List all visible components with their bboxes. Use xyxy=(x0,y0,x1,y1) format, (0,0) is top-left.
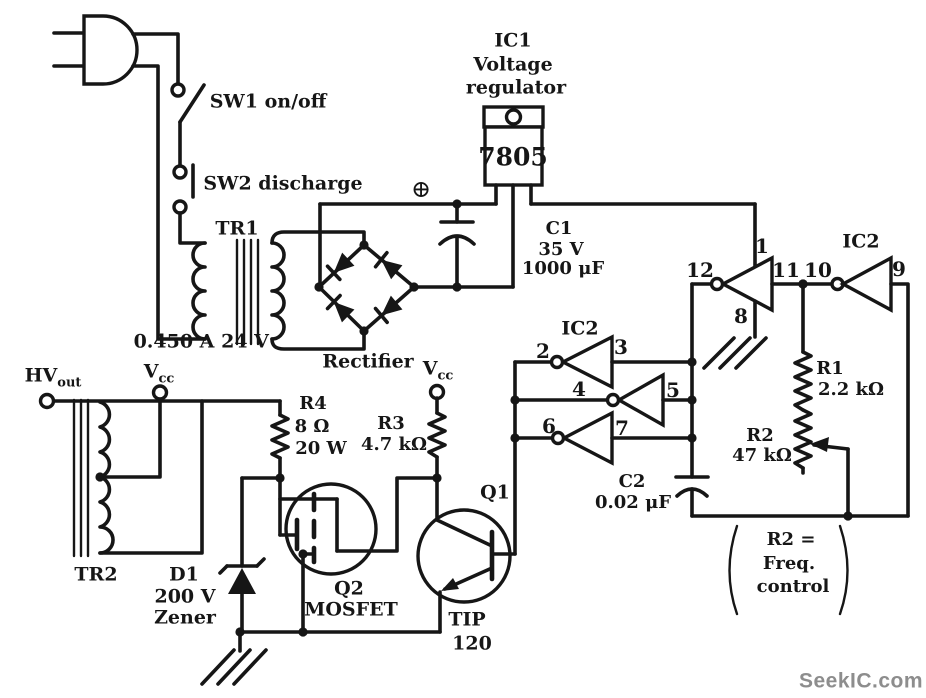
c1-ref-label: C1 xyxy=(545,218,573,239)
q2-mosfet-symbol xyxy=(275,473,442,634)
pin-12-label: 12 xyxy=(686,258,714,282)
pin-11-label: 11 xyxy=(772,258,800,282)
r4-ref-label: R4 xyxy=(299,393,327,414)
q1-part-line1: TIP xyxy=(448,608,486,631)
ic2-inverter-12-11 xyxy=(690,255,834,479)
ground-icon-ic2 xyxy=(702,336,768,370)
tr2-transformer-symbol xyxy=(38,384,282,558)
vcc-label-left: Vcc xyxy=(143,360,175,387)
pin-3-label: 3 xyxy=(614,335,628,359)
rectifier-label: Rectifier xyxy=(322,350,414,373)
tr2-label: TR2 xyxy=(74,563,118,586)
polarity-mark: ⊕ xyxy=(410,175,432,203)
sw1-label: SW1 on/off xyxy=(209,90,327,113)
tr1-voltage-label: 24 V xyxy=(221,330,269,353)
ic2-inverter-10-9 xyxy=(830,255,910,518)
r3-value-label: 4.7 kΩ xyxy=(360,434,428,455)
q1-part-line2: 120 xyxy=(452,632,492,655)
pin-2-label: 2 xyxy=(536,339,550,363)
c1-capacitor-symbol xyxy=(438,199,476,292)
dc-rails xyxy=(318,202,757,289)
r4-power-label: 20 W xyxy=(295,438,347,459)
r4-resistor-symbol xyxy=(270,399,290,480)
pin-4-label: 4 xyxy=(572,377,586,401)
c1-value-label: 1000 μF xyxy=(521,258,605,279)
hv-out-label: HVout xyxy=(24,364,82,391)
d1-ref-label: D1 xyxy=(169,563,199,586)
ground-rail xyxy=(235,627,442,653)
sw1-switch-symbol xyxy=(170,82,206,168)
pin-8-label: 8 xyxy=(734,304,748,328)
q1-transistor-symbol xyxy=(416,476,517,634)
q1-ref-label: Q1 xyxy=(480,481,510,504)
pin-1-label: 1 xyxy=(755,234,769,258)
c2-value-label: 0.02 μF xyxy=(594,492,672,513)
ic1-desc-line1: Voltage xyxy=(473,53,553,76)
r1-ref-label: R1 xyxy=(816,358,844,379)
tr1-transformer-symbol xyxy=(191,230,366,351)
ic1-part-label: 7805 xyxy=(478,142,548,172)
d1-voltage-label: 200 V xyxy=(154,585,216,608)
watermark: SeekIC.com xyxy=(798,669,924,693)
note-line3: control xyxy=(756,576,830,597)
q2-type-label: MOSFET xyxy=(304,598,398,621)
ic2-label-right: IC2 xyxy=(842,230,880,253)
sw2-switch-symbol xyxy=(172,163,207,245)
bridge-rectifier-symbol xyxy=(314,240,419,336)
ic1-7805-package xyxy=(482,105,545,289)
ic2-inverter-2-3 xyxy=(513,334,697,390)
r4-value-label: 8 Ω xyxy=(294,416,330,437)
r1-resistor-symbol xyxy=(793,279,813,412)
pin-9-label: 9 xyxy=(892,257,906,281)
c2-ref-label: C2 xyxy=(618,471,646,492)
c1-voltage-label: 35 V xyxy=(538,239,584,260)
r3-ref-label: R3 xyxy=(377,413,405,434)
ic2-label-mid: IC2 xyxy=(561,317,599,340)
note-parentheses xyxy=(728,524,849,616)
pin-5-label: 5 xyxy=(666,378,680,402)
pin-7-label: 7 xyxy=(615,416,629,440)
vcc-label-right: Vcc xyxy=(422,357,454,384)
tr1-current-label: 0.450 A xyxy=(133,330,215,353)
ic2-inverter-6-7 xyxy=(510,410,697,466)
junction-dot xyxy=(798,279,808,289)
r2-potentiometer-symbol xyxy=(793,408,853,521)
ground-icon-main xyxy=(200,648,268,686)
ic1-ref-label: IC1 xyxy=(494,29,532,52)
r2-ref-label: R2 xyxy=(746,425,774,446)
ic1-desc-line2: regulator xyxy=(465,76,567,99)
d1-zener-symbol xyxy=(218,476,282,634)
ac-plug-icon xyxy=(52,14,207,341)
c2-capacitor-symbol xyxy=(674,475,910,518)
pin-6-label: 6 xyxy=(542,414,556,438)
pin-10-label: 10 xyxy=(804,258,832,282)
note-line1: R2 = xyxy=(766,529,816,550)
d1-type-label: Zener xyxy=(154,606,216,629)
q2-ref-label: Q2 xyxy=(334,577,364,600)
tr1-label: TR1 xyxy=(215,217,259,240)
sw2-label: SW2 discharge xyxy=(203,172,363,195)
r3-resistor-symbol xyxy=(427,383,447,480)
note-line2: Freq. xyxy=(762,553,816,574)
r2-value-label: 47 kΩ xyxy=(732,445,792,466)
r1-value-label: 2.2 kΩ xyxy=(817,379,885,400)
ic2-inverter-4-5 xyxy=(510,372,697,428)
